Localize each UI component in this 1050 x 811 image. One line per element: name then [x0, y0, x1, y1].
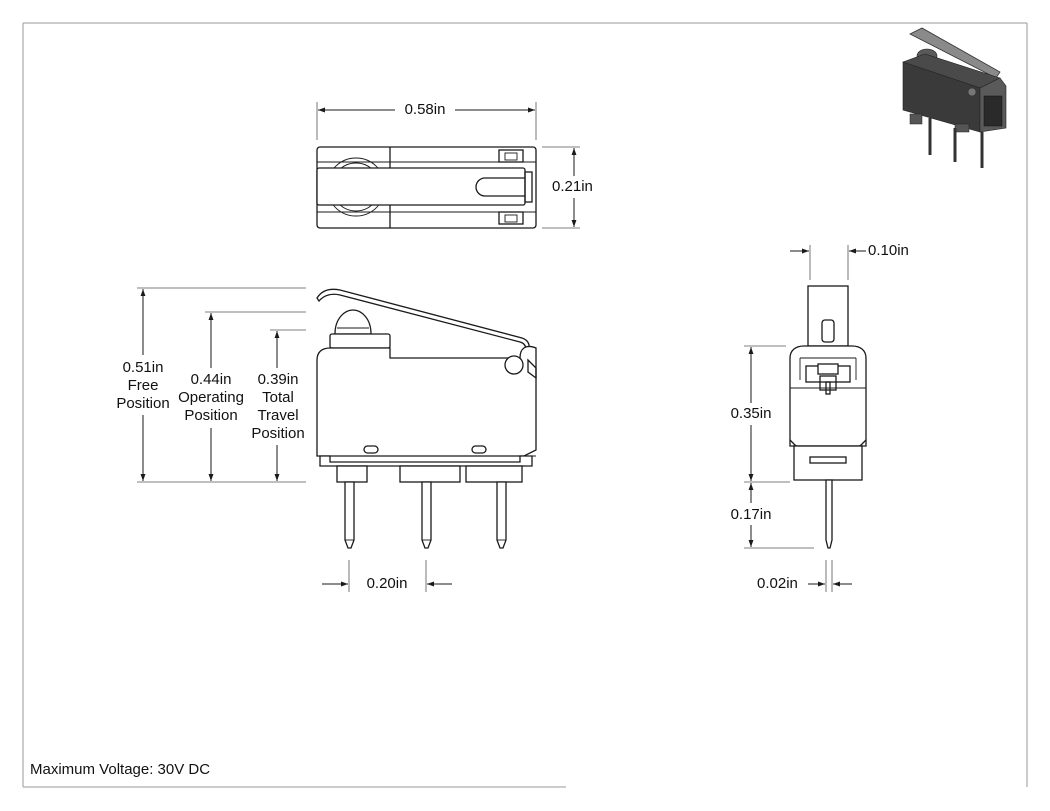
label-pin-thickness: 0.02in	[757, 575, 798, 592]
label-total-word: Total	[262, 389, 294, 406]
isometric-render	[902, 27, 1007, 168]
drawing-frame	[22, 22, 1028, 788]
label-side-body-height: 0.35in	[730, 405, 772, 423]
front-view	[316, 288, 537, 549]
dim-pin-pitch	[322, 560, 452, 592]
label-operating-position: 0.44in Operating Position	[178, 371, 244, 425]
label-free-word: Free	[127, 377, 159, 394]
dim-pin-thickness	[808, 560, 852, 592]
label-free-position: 0.51in Free Position	[116, 359, 170, 413]
label-operating-word2: Position	[184, 407, 238, 424]
label-total-word3: Position	[251, 425, 305, 442]
label-total-word2: Travel	[257, 407, 299, 424]
dim-side-body-height	[744, 345, 790, 483]
dim-pin-length	[744, 483, 814, 549]
side-view	[789, 285, 867, 549]
label-free-word2: Position	[116, 395, 170, 412]
label-total-travel-position: 0.39in Total Travel Position	[251, 371, 305, 443]
dim-top-height	[542, 146, 580, 229]
label-pin-pitch: 0.20in	[366, 575, 408, 592]
label-operating-value: 0.44in	[190, 371, 232, 388]
top-view	[316, 146, 537, 229]
label-operating-word: Operating	[178, 389, 244, 406]
label-total-value: 0.39in	[257, 371, 299, 388]
label-top-height: 0.21in	[552, 178, 593, 195]
label-side-width: 0.10in	[868, 242, 909, 259]
dim-side-width	[790, 245, 866, 280]
max-voltage-note: Maximum Voltage: 30V DC	[30, 761, 211, 778]
label-free-value: 0.51in	[122, 359, 164, 376]
label-pin-length: 0.17in	[730, 506, 772, 524]
label-top-width: 0.58in	[400, 101, 450, 119]
dim-heights	[137, 287, 306, 483]
dim-top-width	[316, 102, 537, 140]
